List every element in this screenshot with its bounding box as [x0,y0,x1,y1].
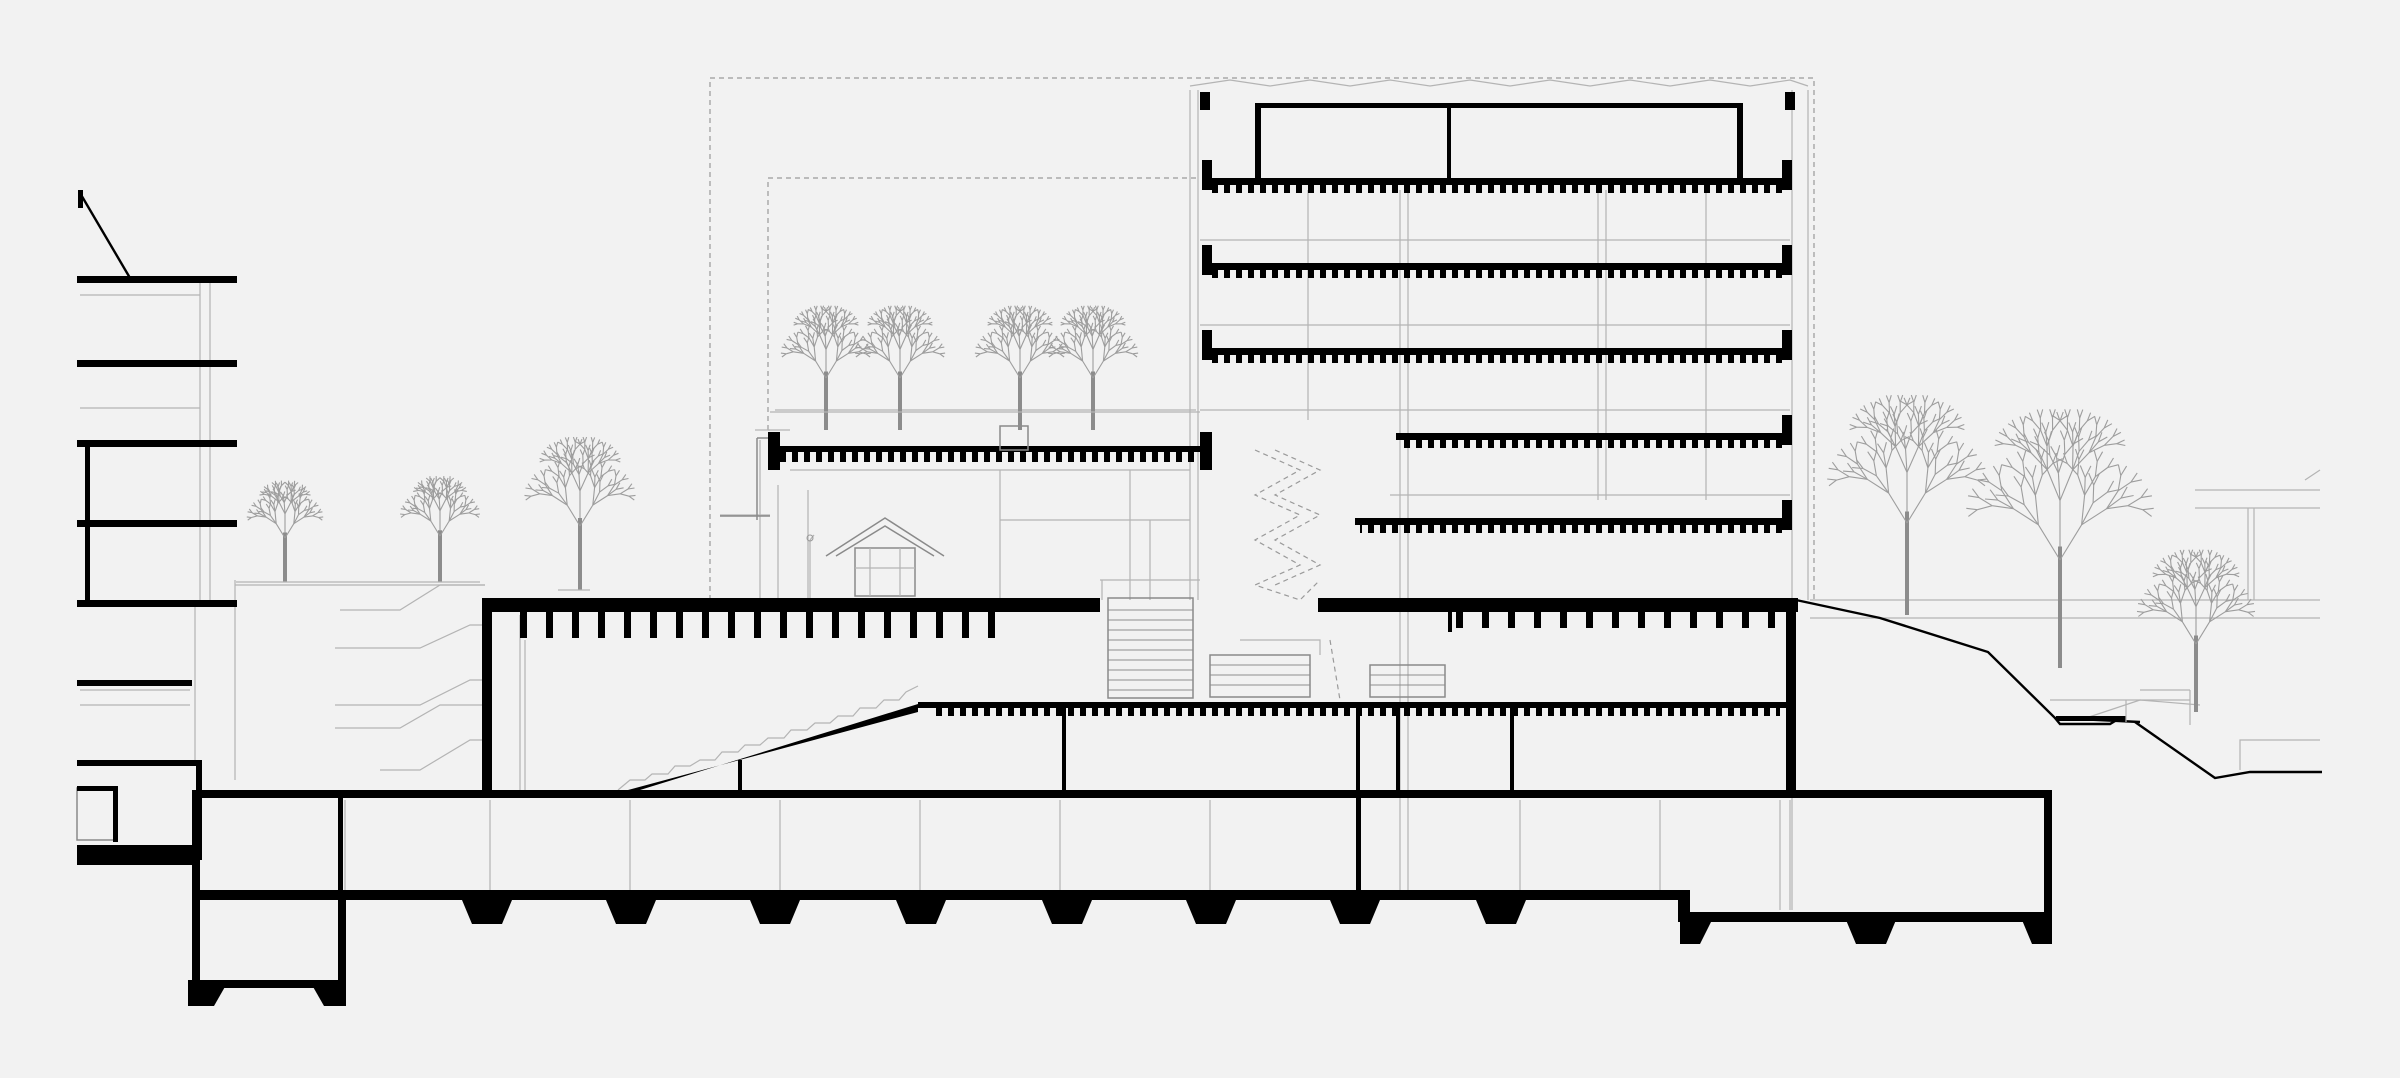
bare-deciduous-tree-icon [524,436,636,590]
bare-deciduous-tree-icon [1827,394,1987,615]
background-elevation-lines [80,79,2321,910]
bare-deciduous-tree-icon [1966,409,2154,668]
courtyard-stairs [1107,597,1446,699]
dashed-envelope-outlines [709,77,1815,600]
bare-deciduous-tree-icon [400,476,480,582]
left-neighbour-building [76,190,237,865]
bare-deciduous-tree-icon [246,480,324,582]
bare-deciduous-tree-icon [1047,305,1139,430]
bare-deciduous-tree-icon [780,305,872,430]
bare-deciduous-tree-icon [2136,549,2256,712]
roof-pavilion [720,437,945,600]
ground-profile [1795,598,2322,780]
podium [192,598,2052,798]
bare-deciduous-tree-icon [854,305,946,430]
bare-deciduous-tree-icon [974,305,1066,430]
spiral-stair [1253,449,1341,701]
basement [188,790,2052,1006]
planters [236,411,1200,591]
roof-garden-slab [755,425,1212,470]
main-tower [1200,92,1795,533]
trees [246,305,2256,712]
